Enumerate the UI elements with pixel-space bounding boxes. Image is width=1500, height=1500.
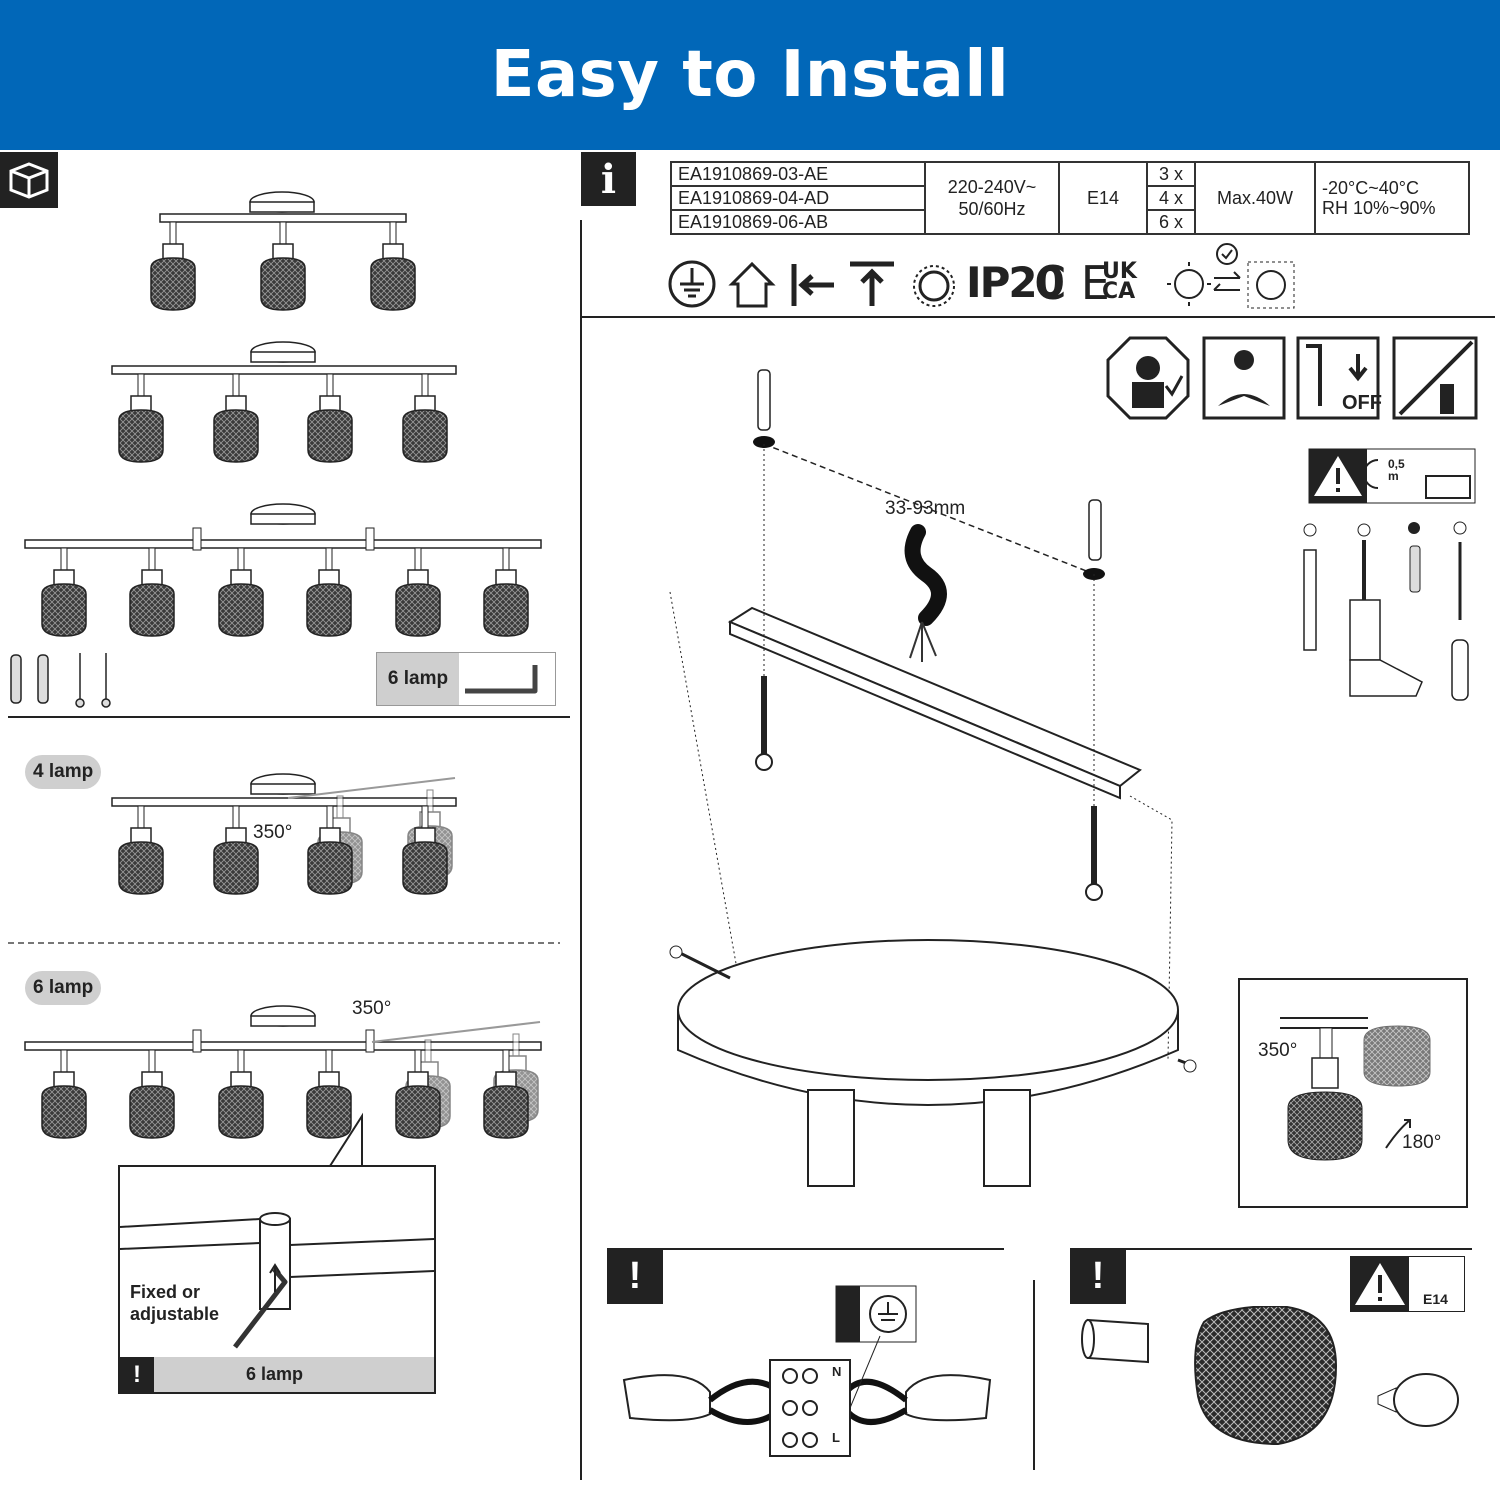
read-manual-icon — [1202, 336, 1286, 420]
terminal-label-l: L — [832, 1430, 840, 1445]
count-3: 3 x — [1146, 161, 1196, 187]
electrician-icon — [1106, 336, 1190, 420]
ce-mark: C E — [1034, 256, 1110, 310]
header-banner: Easy to Install — [0, 0, 1500, 150]
tools-illustration — [1303, 521, 1469, 701]
hardware-label-box: 6 lamp — [376, 652, 556, 706]
ip20-label: IP20 — [966, 258, 1065, 307]
fixture-4-lamp — [111, 341, 457, 463]
hex-key-icon — [465, 665, 538, 694]
power-off-icon — [1296, 336, 1380, 420]
ukca-top: UK — [1102, 259, 1137, 284]
fixture-4-lamp-rotation — [111, 773, 457, 895]
off-label: OFF — [1342, 392, 1382, 414]
layout-lines — [8, 220, 1495, 1480]
distance-label: 33-93mm — [885, 498, 966, 519]
wall-anchor-right — [1088, 499, 1102, 561]
anchor-icon — [1408, 522, 1421, 593]
rotation-angle-4: 350° — [253, 822, 293, 843]
info-icon: i — [581, 152, 636, 206]
detail-box: Fixed or adjustable ! 6 lamp — [118, 1165, 436, 1394]
rotation-vertical: 180° — [1402, 1132, 1442, 1153]
heat-lamp-icon — [913, 265, 955, 307]
fixture-6-lamp-rotation — [24, 1005, 542, 1139]
indoor-use-icon — [728, 261, 776, 308]
ukca-mark: UK CA — [1102, 259, 1137, 304]
shade-bulb-illustration — [1081, 1306, 1459, 1446]
model-1: EA1910869-03-AE — [670, 161, 926, 187]
warning-triangle-icon — [1351, 1257, 1409, 1311]
model-2: EA1910869-04-AD — [670, 185, 926, 211]
detail-footer: ! 6 lamp — [120, 1357, 434, 1392]
pencil-icon — [1303, 523, 1317, 651]
min-distance-top-icon — [850, 261, 894, 306]
count-6: 6 x — [1146, 209, 1196, 235]
detail-caption: Fixed or adjustable — [130, 1282, 220, 1324]
wiring-illustration — [622, 1285, 992, 1457]
hot-surface-warning: E14 — [1350, 1256, 1465, 1312]
page-title: Easy to Install — [490, 38, 1010, 112]
dimmable-icons — [1167, 243, 1295, 309]
drill-icon — [1349, 523, 1423, 697]
fixture-illustrations — [10, 191, 542, 1167]
warning-icon: ! — [120, 1357, 154, 1392]
screwdriver-icon — [1451, 521, 1469, 701]
rotation-detail-box: 350° 180° — [1238, 978, 1468, 1208]
ground-icon — [668, 260, 716, 308]
bulb-socket-label: E14 — [1423, 1291, 1448, 1307]
pill-6-lamp: 6 lamp — [25, 971, 102, 1005]
count-4: 4 x — [1146, 185, 1196, 211]
detail-joint-illustration — [120, 1212, 434, 1349]
rotation-angle-6: 350° — [352, 998, 392, 1019]
detail-footer-label: 6 lamp — [246, 1364, 304, 1384]
socket: E14 — [1058, 161, 1148, 235]
rotation-horizontal: 350° — [1258, 1040, 1298, 1061]
power: Max.40W — [1194, 161, 1316, 235]
rotation-lamp-illustration — [1280, 1017, 1431, 1161]
mounting-illustration — [669, 369, 1197, 1187]
min-distance-label: 0,5 m — [1388, 457, 1405, 483]
distance-warning-strip — [1308, 448, 1476, 504]
wall-anchor-left — [757, 369, 771, 431]
min-distance-side-icon — [791, 264, 834, 306]
ukca-bottom: CA — [1102, 279, 1136, 304]
fixture-3-lamp — [150, 191, 416, 311]
fixture-6-lamp — [24, 503, 542, 637]
warning-icon-bulb: ! — [1070, 1249, 1126, 1304]
warning-icon-wiring: ! — [607, 1249, 663, 1304]
box-icon — [0, 152, 58, 208]
hardware-label: 6 lamp — [377, 653, 459, 705]
cert-icons — [668, 260, 955, 308]
model-3: EA1910869-06-AB — [670, 209, 926, 235]
voltage: 220-240V~ 50/60Hz — [924, 161, 1060, 235]
screws-anchors — [10, 653, 111, 708]
no-drilling-wires-icon — [1392, 336, 1478, 420]
pill-4-lamp: 4 lamp — [25, 755, 102, 789]
environment: -20°C~40°C RH 10%~90% — [1314, 161, 1470, 235]
terminal-label-n: N — [832, 1364, 842, 1379]
safety-icons — [1106, 336, 1478, 420]
spec-table: EA1910869-03-AE 220-240V~ 50/60Hz E14 3 … — [670, 161, 1470, 235]
